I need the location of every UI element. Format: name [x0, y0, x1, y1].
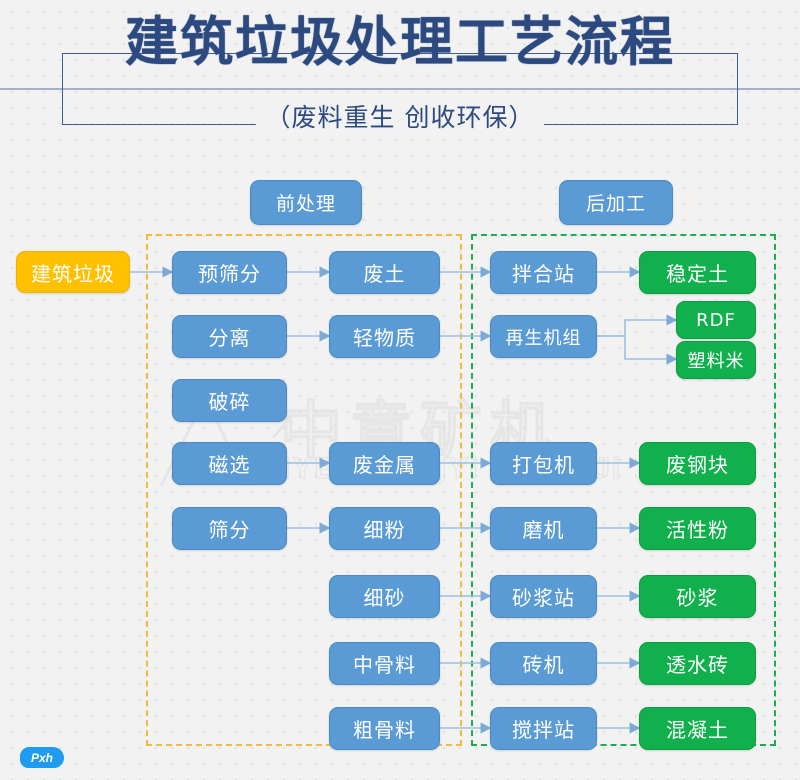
node-waste-soil[interactable]: 废土 [329, 251, 440, 294]
node-mortar[interactable]: 砂浆 [639, 575, 756, 618]
node-concrete-mixing-plant[interactable]: 搅拌站 [490, 707, 597, 750]
node-input-construction-waste[interactable]: 建筑垃圾 [16, 251, 130, 293]
node-coarse-aggregate[interactable]: 粗骨料 [329, 707, 440, 750]
page-subtitle-text: （废料重生 创收环保） [255, 103, 545, 132]
post-processing-region [471, 234, 776, 746]
node-scrap-metal[interactable]: 废金属 [329, 442, 440, 485]
node-plastic-pellets[interactable]: 塑料米 [676, 341, 756, 379]
page-header: 建筑垃圾处理工艺流程 （废料重生 创收环保） [0, 0, 800, 150]
node-baler[interactable]: 打包机 [490, 442, 597, 485]
node-brick-machine[interactable]: 砖机 [490, 642, 597, 685]
title-horizontal-rule [0, 88, 800, 90]
page-subtitle: （废料重生 创收环保） [0, 98, 800, 134]
pxh-badge: Pxh [20, 747, 64, 768]
page-title: 建筑垃圾处理工艺流程 [125, 12, 675, 73]
node-crushing[interactable]: 破碎 [172, 379, 287, 422]
node-magnetic-separation[interactable]: 磁选 [172, 442, 287, 485]
node-pre-screening[interactable]: 预筛分 [172, 251, 287, 294]
node-light-material[interactable]: 轻物质 [329, 315, 440, 358]
node-mixing-station[interactable]: 拌合站 [490, 251, 597, 294]
pre-processing-region [146, 234, 462, 746]
node-fine-powder[interactable]: 细粉 [329, 507, 440, 550]
node-separation[interactable]: 分离 [172, 315, 287, 358]
node-fine-sand[interactable]: 细砂 [329, 575, 440, 618]
node-rdf[interactable]: RDF [676, 301, 756, 339]
node-mortar-station[interactable]: 砂浆站 [490, 575, 597, 618]
node-permeable-brick[interactable]: 透水砖 [639, 642, 756, 685]
node-stabilized-soil[interactable]: 稳定土 [639, 251, 756, 294]
section-tab-post-processing[interactable]: 后加工 [559, 180, 673, 225]
node-grinder[interactable]: 磨机 [490, 507, 597, 550]
section-tab-pre-processing[interactable]: 前处理 [250, 180, 362, 225]
node-scrap-steel[interactable]: 废钢块 [639, 442, 756, 485]
node-recycling-unit[interactable]: 再生机组 [490, 315, 597, 358]
node-concrete[interactable]: 混凝土 [639, 707, 756, 750]
node-medium-aggregate[interactable]: 中骨料 [329, 642, 440, 685]
node-sieving[interactable]: 筛分 [172, 507, 287, 550]
node-active-powder[interactable]: 活性粉 [639, 507, 756, 550]
